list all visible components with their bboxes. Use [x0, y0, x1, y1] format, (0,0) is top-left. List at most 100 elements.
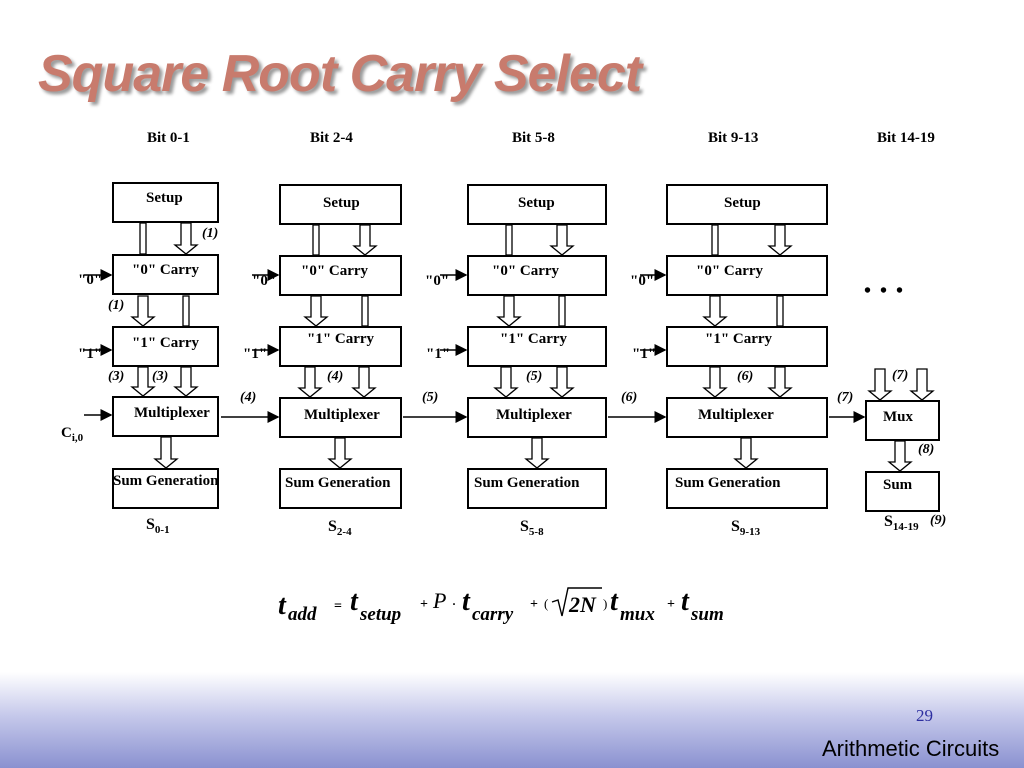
carry0-block-3 [666, 255, 828, 296]
signal-arrow [351, 366, 377, 398]
input-one-0: "1" [78, 346, 103, 362]
formula-plus: + [530, 597, 538, 612]
signal-arrow [524, 437, 550, 469]
formula-t: t [681, 586, 690, 617]
carry1-block-0 [112, 326, 219, 367]
signal-arrow [767, 366, 793, 398]
connector-bus [558, 295, 566, 327]
formula-2N: 2N [568, 592, 597, 617]
delay-label: (1) [108, 298, 125, 313]
signal-arrow [130, 366, 156, 397]
setup-label-3: Setup [724, 195, 761, 211]
setup-block-2 [467, 184, 607, 225]
formula-sum: sum [690, 604, 724, 625]
setup-label-1: Setup [323, 195, 360, 211]
sumgen-label-3: Sum Generation [675, 475, 781, 491]
carry1-block-3 [666, 326, 828, 367]
delay-label: (4) [327, 369, 344, 384]
formula-t: t [278, 590, 287, 621]
sum-output-2: S5-8 [520, 518, 544, 539]
mux-label-2: Multiplexer [496, 407, 572, 423]
delay-label: (1) [202, 226, 219, 241]
sum-label-4: Sum [883, 477, 913, 493]
delay-label: (8) [918, 442, 935, 457]
sqrt-sign [551, 587, 602, 617]
input-one-3: "1" [632, 346, 657, 362]
carry1-label-3: "1" Carry [705, 331, 773, 347]
setup-block-1 [279, 184, 402, 225]
carry1-label-0: "1" Carry [132, 335, 200, 351]
delay-label: (3) [108, 369, 125, 384]
carry0-label-0: "0" Carry [132, 262, 200, 278]
formula-rparen: ) [603, 596, 607, 611]
bit-range-0-1: Bit 0-1 [147, 130, 190, 146]
delay-label: (6) [621, 390, 638, 405]
formula-add: add [288, 604, 317, 625]
carry0-label-3: "0" Carry [696, 263, 764, 279]
connector-bus [361, 295, 369, 327]
bit-range-2-4: Bit 2-4 [310, 130, 353, 146]
signal-arrow [549, 366, 575, 398]
formula-plus: + [420, 597, 428, 612]
mux-label-1: Multiplexer [304, 407, 380, 423]
delay-label: (5) [422, 390, 439, 405]
connector-bus [312, 224, 320, 256]
carry0-block-0 [112, 254, 219, 295]
bit-range-9-13: Bit 9-13 [708, 130, 759, 146]
formula-setup: setup [359, 604, 401, 625]
block-arrows [130, 222, 935, 472]
input-zero-2: "0" [425, 273, 450, 289]
delay-label: (7) [892, 368, 909, 383]
formula-equals: = [334, 599, 342, 614]
mux-block-1 [279, 397, 402, 438]
delay-label: (9) [930, 513, 947, 528]
connector-bus [182, 295, 190, 327]
footer-title: Arithmetic Circuits [822, 736, 1000, 761]
delay-label: (4) [240, 390, 257, 405]
carry1-label-2: "1" Carry [500, 331, 568, 347]
signal-arrow [297, 366, 323, 398]
input-one-2: "1" [426, 346, 451, 362]
signal-arrow [352, 224, 378, 256]
sum-output-0: S0-1 [146, 516, 170, 537]
formula-P: P [432, 588, 446, 613]
sum-output-4: S14-19 [884, 513, 919, 534]
mux-label-3: Multiplexer [698, 407, 774, 423]
carry1-label-1: "1" Carry [307, 331, 375, 347]
delay-label: (6) [737, 369, 754, 384]
carry-in-label: Ci,0 [61, 425, 84, 444]
signal-arrow [173, 222, 199, 255]
formula-t: t [610, 586, 619, 617]
signal-arrow [303, 295, 329, 327]
mux-block-4 [865, 400, 940, 441]
slide-title: Square Root Carry Select [38, 45, 642, 103]
formula-mux: mux [620, 604, 655, 625]
input-one-1: "1" [243, 346, 268, 362]
delay-label: (5) [526, 369, 543, 384]
signal-arrow [702, 366, 728, 398]
signal-arrow [153, 436, 179, 469]
sumgen-label-0: Sum Generation [113, 473, 219, 489]
sumgen-label-2: Sum Generation [474, 475, 580, 491]
carry0-label-2: "0" Carry [492, 263, 560, 279]
connector-bus [139, 222, 147, 255]
bit-range-14-19: Bit 14-19 [877, 130, 935, 146]
footer-gradient [0, 672, 1024, 768]
formula-t: t [462, 586, 471, 617]
connector-bus [505, 224, 513, 256]
carry-lines [84, 269, 866, 423]
signal-arrow [549, 224, 575, 256]
signal-arrow [327, 437, 353, 469]
page-number: 29 [916, 706, 933, 725]
signal-arrow [909, 368, 935, 401]
signal-arrow [493, 366, 519, 398]
carry1-block-2 [467, 326, 607, 367]
setup-block-3 [666, 184, 828, 225]
signal-arrow [130, 295, 156, 327]
sumgen-label-1: Sum Generation [285, 475, 391, 491]
signal-arrow [173, 366, 199, 397]
carry0-block-1 [279, 255, 402, 296]
signal-arrow [767, 224, 793, 256]
setup-label-0: Setup [146, 190, 183, 206]
signal-arrow [702, 295, 728, 327]
